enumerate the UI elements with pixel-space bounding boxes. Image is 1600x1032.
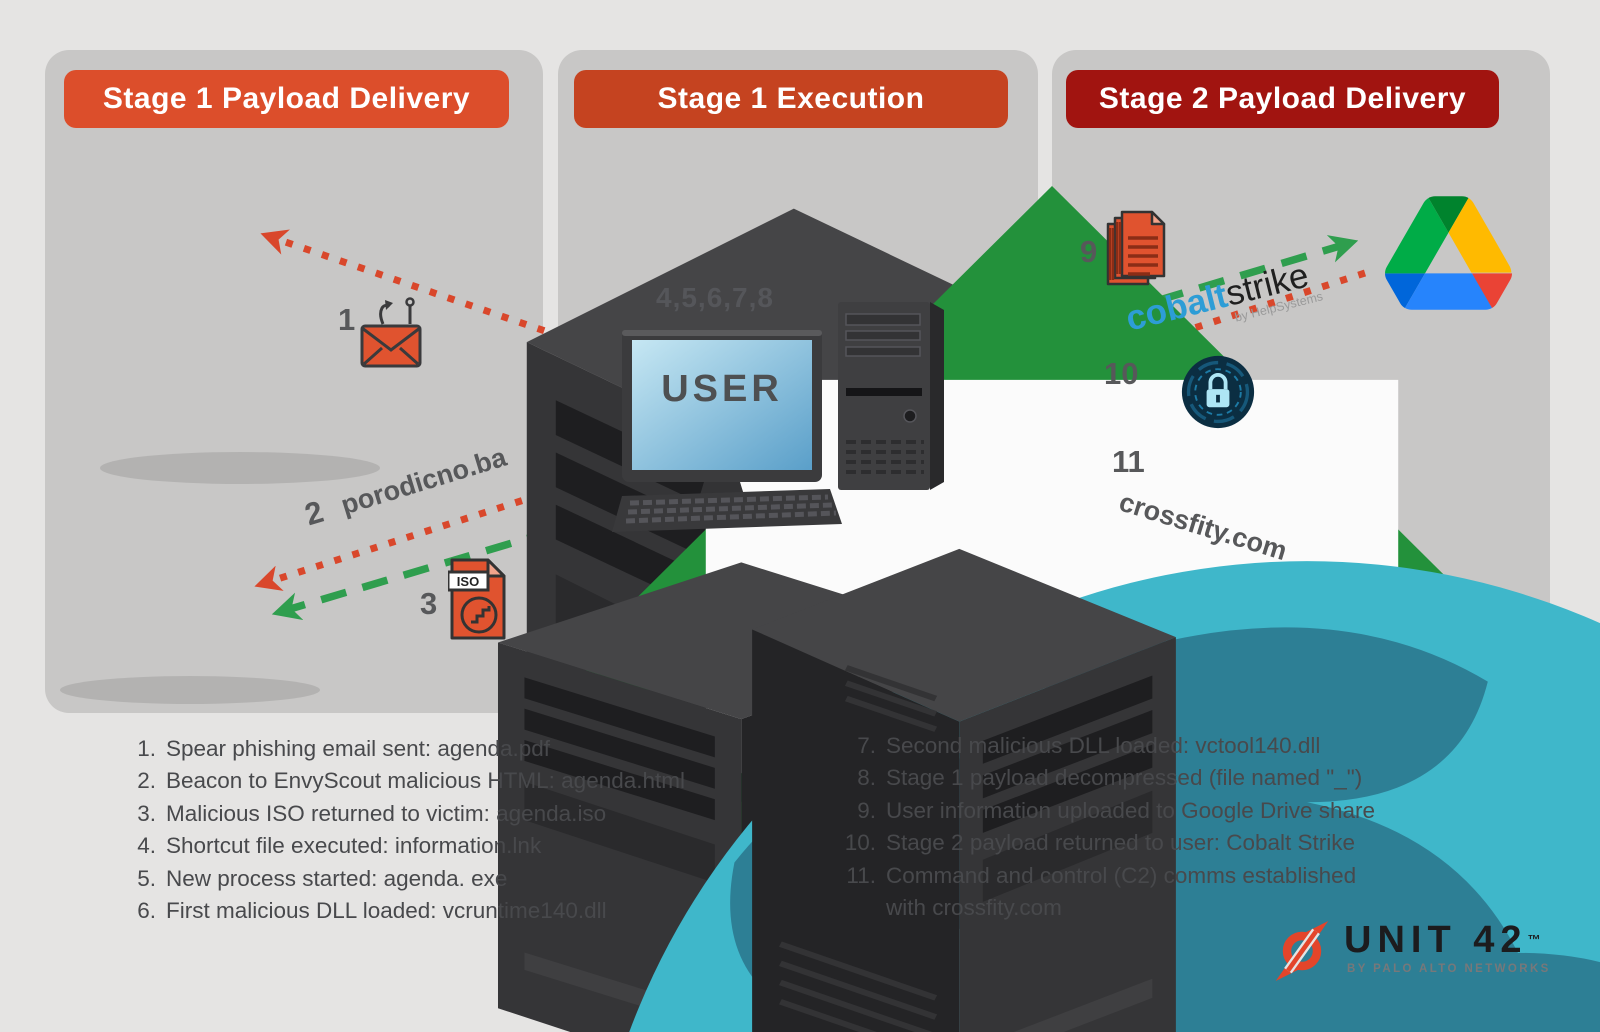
legend-item-9: 9.User information uploaded to Google Dr… <box>857 797 1376 823</box>
legend-item-10: 10.Stage 2 payload returned to user: Cob… <box>844 830 1356 856</box>
arrow-step1-phishing-email <box>260 229 620 361</box>
step9-number: 9 <box>1080 234 1098 269</box>
banner-stage1-execution: Stage 1 Execution <box>574 70 1008 128</box>
legend-item-11: 11.Command and control (C2) comms establ… <box>846 862 1357 888</box>
banner-stage1-payload-delivery: Stage 1 Payload Delivery <box>64 70 509 128</box>
documents-icon <box>1106 210 1166 286</box>
legend-item-4: 4.Shortcut file executed: information.ln… <box>137 833 542 859</box>
iso-badge-label: ISO <box>457 574 479 589</box>
unit42-tagline: BY PALO ALTO NETWORKS <box>1347 963 1551 975</box>
legend-item-11-cont: with crossfity.com <box>886 895 1062 921</box>
phishing-email-icon <box>360 297 422 368</box>
step11-number: 11 <box>1112 444 1145 479</box>
legend-item-1: 1.Spear phishing email sent: agenda.pdf <box>137 736 551 761</box>
legend-item-7: 7.Second malicious DLL loaded: vctool140… <box>857 733 1321 758</box>
legend-left-column: 1.Spear phishing email sent: agenda.pdf … <box>128 733 685 927</box>
cobalt-strike-beacon-icon <box>1181 355 1255 429</box>
legend-item-5: 5.New process started: agenda. exe <box>137 865 508 891</box>
banner-stage2-payload-delivery: Stage 2 Payload Delivery <box>1066 70 1499 128</box>
user-computer-icon <box>612 302 944 532</box>
user-screen-label: USER <box>661 368 783 410</box>
unit42-bolt-icon <box>1275 921 1329 981</box>
iso-file-icon: ISO <box>448 558 506 640</box>
legend-item-2: 2.Beacon to EnvyScout malicious HTML: ag… <box>137 768 686 794</box>
legend-right-column: 7.Second malicious DLL loaded: vctool140… <box>832 730 1375 924</box>
google-drive-icon <box>1385 196 1512 310</box>
legend-item-8: 8.Stage 1 payload decompressed (file nam… <box>857 765 1363 791</box>
arrow-step2-beacon-porodicno <box>254 466 616 591</box>
user-steps-label: 4,5,6,7,8 <box>656 282 774 313</box>
unit42-brand-text: UNIT 42™ <box>1344 919 1541 961</box>
legend-item-3: 3.Malicious ISO returned to victim: agen… <box>137 800 607 826</box>
step10-number: 10 <box>1104 356 1139 391</box>
arrow-step9-upload-drive <box>950 235 1359 366</box>
unit42-logo: UNIT 42™ BY PALO ALTO NETWORKS <box>1272 920 1551 982</box>
step1-number: 1 <box>338 302 356 337</box>
step3-number: 3 <box>420 586 438 621</box>
legend-item-6: 6.First malicious DLL loaded: vcruntime1… <box>137 898 607 924</box>
